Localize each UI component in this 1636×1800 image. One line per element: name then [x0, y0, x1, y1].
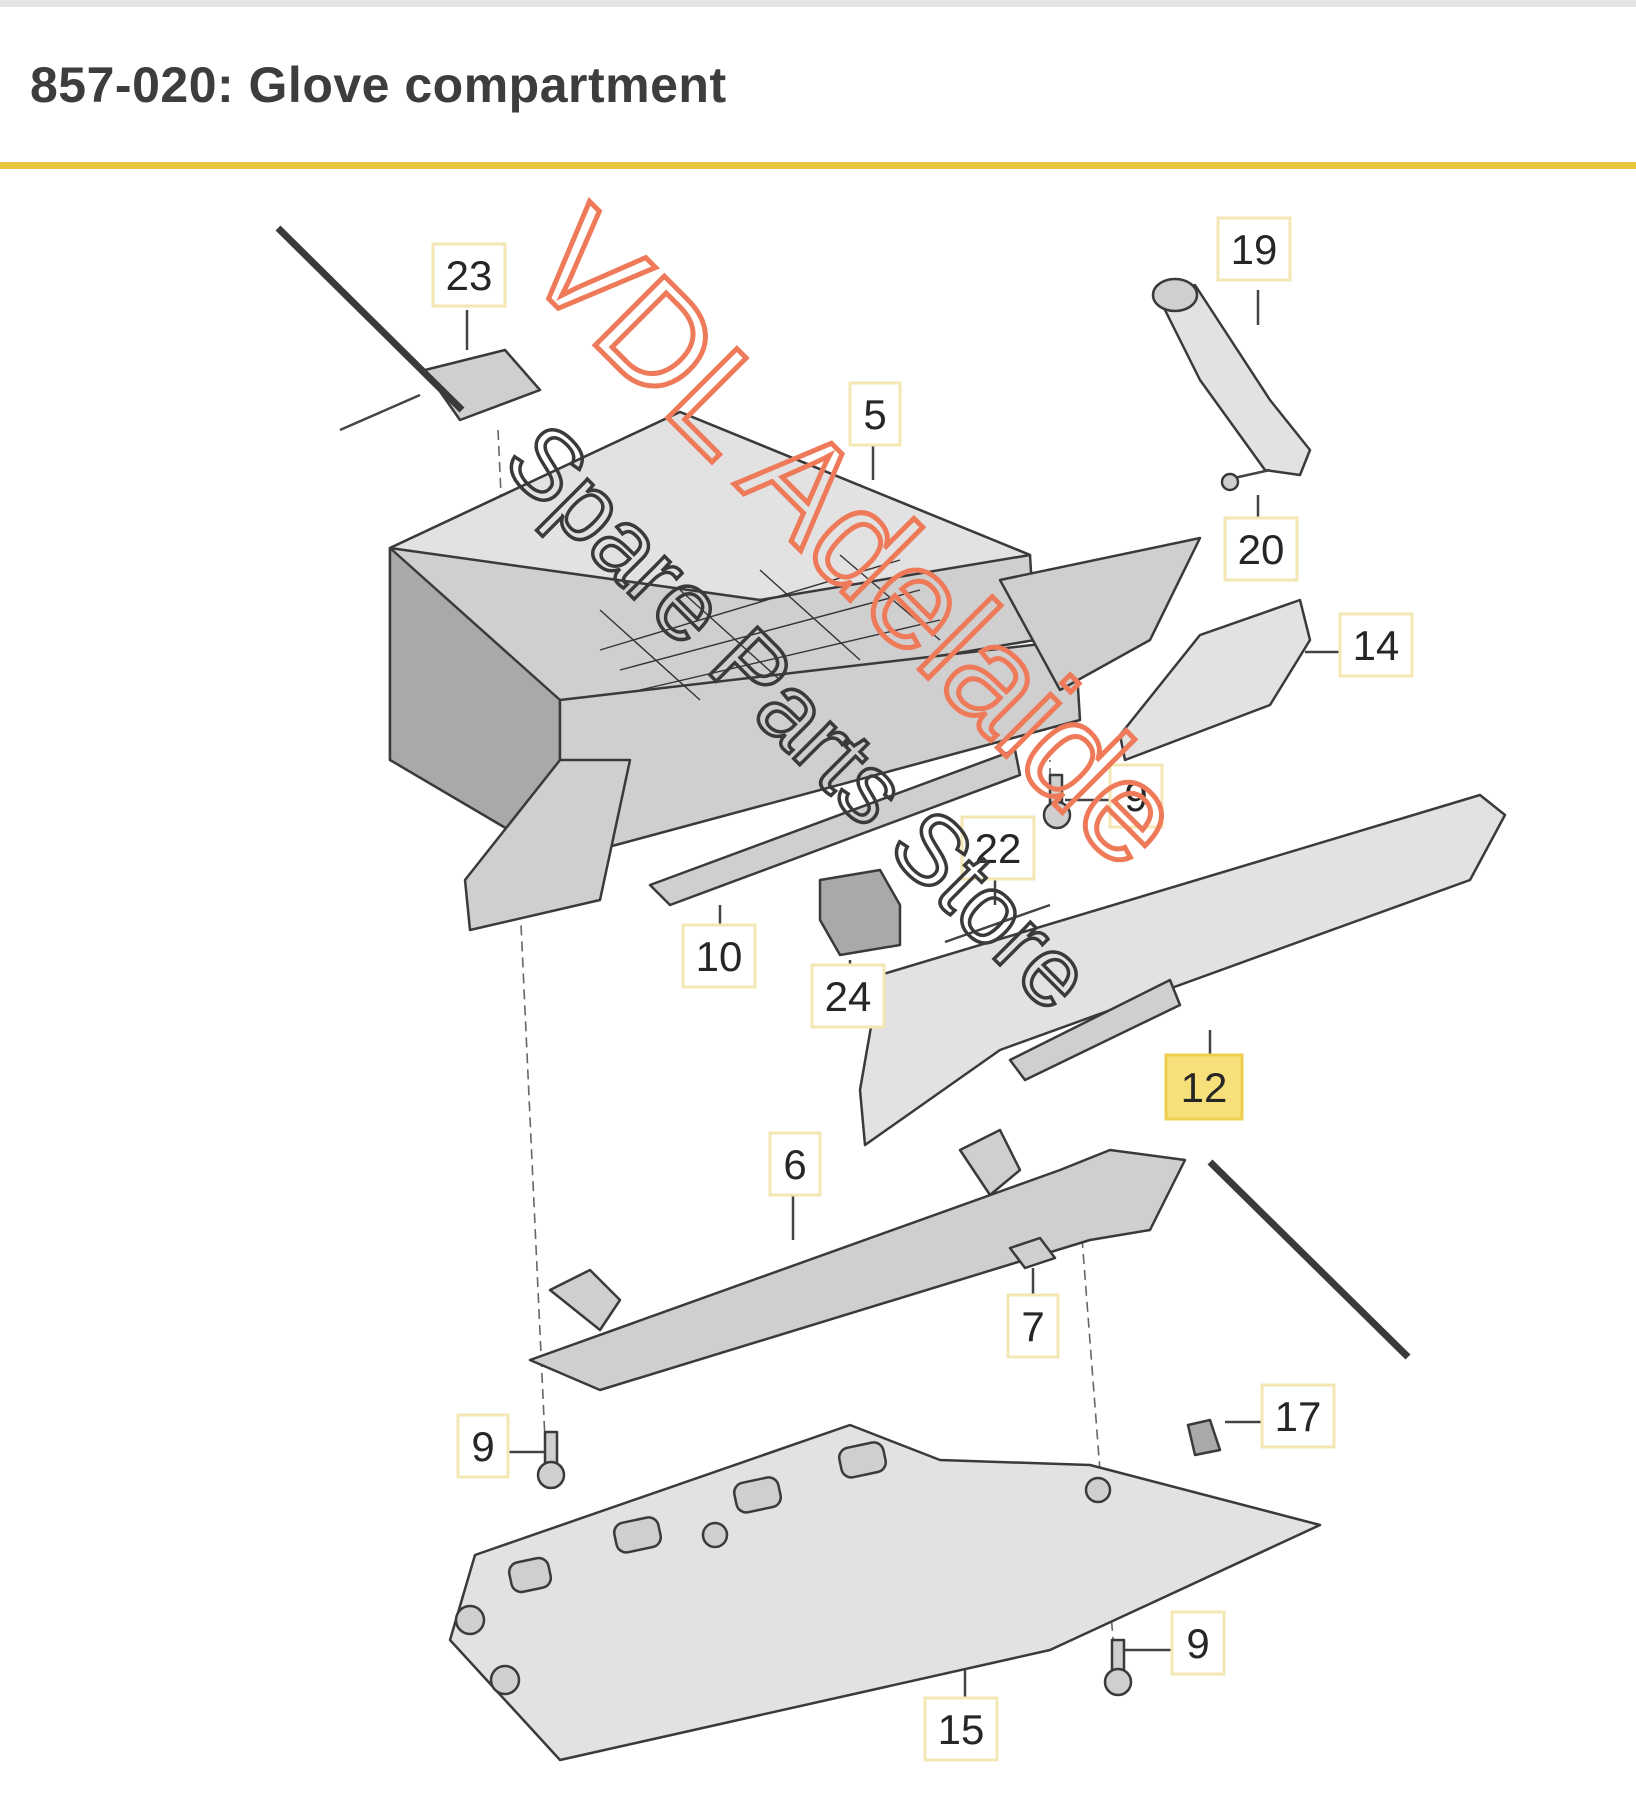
page-title: 857-020: Glove compartment	[30, 57, 727, 113]
svg-text:9: 9	[471, 1423, 494, 1470]
callout-14: 14	[1338, 612, 1414, 678]
storage-net	[599, 554, 941, 701]
svg-text:24: 24	[825, 973, 872, 1020]
watermark-line-right	[1207, 1159, 1411, 1360]
rod-22	[944, 903, 1051, 944]
callout-17: 17	[1260, 1383, 1336, 1449]
lock-cylinder-19	[1151, 277, 1312, 477]
callout-24: 24	[810, 963, 886, 1029]
bolt-9-lower-right	[1103, 1638, 1133, 1697]
callout-9-upper: 9	[1108, 763, 1164, 829]
svg-text:23: 23	[446, 252, 493, 299]
top-strip	[0, 0, 1636, 7]
svg-text:10: 10	[696, 933, 743, 980]
callout-15: 15	[923, 1696, 999, 1762]
strip-10	[648, 748, 1022, 907]
svg-text:5: 5	[863, 391, 886, 438]
callout-9-left: 9	[456, 1413, 510, 1479]
svg-text:7: 7	[1021, 1303, 1044, 1350]
callout-6: 6	[768, 1131, 822, 1197]
callout-12-selected[interactable]: 12	[1164, 1053, 1244, 1121]
svg-text:19: 19	[1231, 226, 1278, 273]
callout-23: 23	[431, 242, 507, 308]
callout-5: 5	[848, 381, 902, 447]
svg-text:14: 14	[1353, 622, 1400, 669]
callout-22: 22	[960, 815, 1036, 881]
glove-box-housing	[388, 410, 1202, 932]
glove-box-lid-12	[858, 793, 1507, 1147]
bolt-9-left	[536, 1430, 566, 1490]
leader-lines	[465, 290, 1340, 1698]
bolt-9-upper	[1042, 773, 1072, 830]
lower-trim-panel-15	[448, 1423, 1322, 1762]
clip-17	[1186, 1418, 1222, 1457]
callout-20: 20	[1223, 516, 1299, 582]
svg-text:15: 15	[938, 1706, 985, 1753]
svg-text:9: 9	[1186, 1620, 1209, 1667]
callout-9-lower-right: 9	[1170, 1610, 1226, 1676]
watermark-line-left	[275, 225, 465, 413]
bracket-6	[528, 1128, 1187, 1392]
screw-20	[1220, 468, 1271, 492]
title-rule	[0, 162, 1636, 169]
module-24	[818, 868, 902, 957]
callout-19: 19	[1216, 216, 1292, 282]
svg-text:17: 17	[1275, 1393, 1322, 1440]
svg-text:12: 12	[1181, 1064, 1228, 1111]
callout-7: 7	[1006, 1293, 1060, 1359]
svg-text:22: 22	[975, 825, 1022, 872]
svg-text:6: 6	[783, 1141, 806, 1188]
trim-cover-14	[1118, 598, 1312, 762]
svg-text:9: 9	[1124, 773, 1147, 820]
clip-7	[1008, 1236, 1057, 1270]
callout-10: 10	[681, 923, 757, 989]
svg-text:20: 20	[1238, 526, 1285, 573]
